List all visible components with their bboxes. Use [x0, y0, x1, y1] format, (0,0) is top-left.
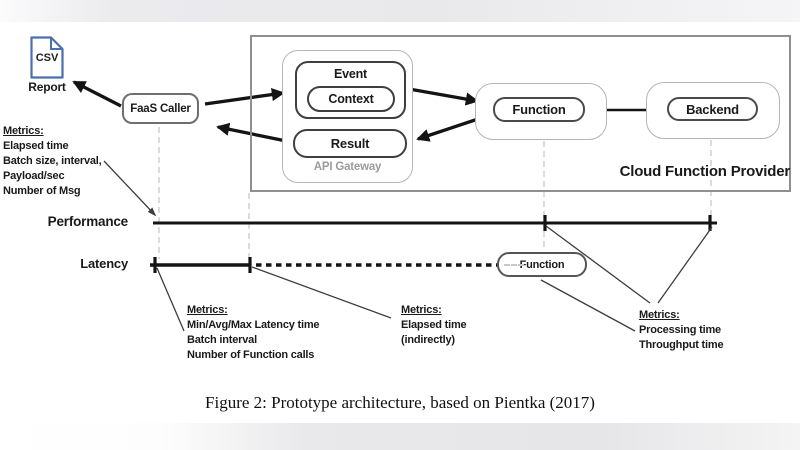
pointer-caller-metrics: [103, 160, 157, 217]
pointer-provider-metrics-1: [545, 225, 651, 304]
arrow-event-to-function: [408, 87, 479, 106]
document-icon: [30, 36, 64, 79]
metric-item: Batch interval: [187, 334, 257, 346]
metric-item: Min/Avg/Max Latency time: [187, 319, 320, 331]
metrics-heading: Metrics:: [187, 304, 228, 316]
metric-item: Throughput time: [639, 339, 724, 351]
performance-timeline: [153, 215, 717, 231]
performance-metrics-block: Metrics: Elapsed time (indirectly): [401, 303, 467, 348]
figure-caption: Figure 2: Prototype architecture, based …: [205, 393, 595, 412]
latency-function-box: Function: [497, 252, 587, 277]
provider-metrics-block: Metrics: Processing time Throughput time: [639, 308, 724, 353]
function-box: Function: [493, 97, 585, 122]
backend-box: Backend: [667, 97, 758, 121]
arrow-faas-to-event: [204, 88, 285, 106]
metric-item: Number of Msg: [3, 185, 81, 197]
cloud-function-provider-label: Cloud Function Provider: [619, 163, 791, 180]
metric-item: Number of Function calls: [187, 349, 315, 361]
latency-function-label: Function: [519, 258, 565, 271]
csv-label: CSV: [35, 52, 59, 64]
pointer-provider-metrics-2: [657, 226, 713, 304]
pointer-performance-metrics: [251, 266, 392, 319]
latency-timeline: [150, 257, 499, 273]
metrics-heading: Metrics:: [3, 125, 44, 137]
context-box: Context: [307, 86, 395, 112]
dashed-guide-lines: [158, 127, 712, 259]
metrics-heading: Metrics:: [639, 309, 680, 321]
metric-item: Payload/sec: [3, 170, 65, 182]
metric-pointer-lines: [103, 160, 713, 332]
context-label: Context: [328, 92, 374, 106]
cloud-function-provider-container: [250, 35, 791, 192]
metric-item: (indirectly): [401, 334, 455, 346]
function-label: Function: [512, 102, 566, 117]
latency-label: Latency: [80, 256, 128, 271]
latency-dash-fragment: [504, 264, 524, 266]
latency-metrics-block: Metrics: Min/Avg/Max Latency time Batch …: [187, 303, 320, 363]
metrics-heading: Metrics:: [401, 304, 442, 316]
csv-report-icon: CSV: [30, 36, 64, 79]
metric-item: Elapsed time: [401, 319, 467, 331]
caller-metrics-block: Metrics: Elapsed time Batch size, interv…: [3, 124, 102, 199]
backend-label: Backend: [686, 101, 739, 117]
top-gradient-strip: [0, 0, 800, 22]
result-box: Result: [293, 129, 407, 158]
pointer-provider-metrics-3: [540, 279, 636, 332]
event-label: Event: [333, 67, 368, 81]
report-label: Report: [28, 80, 66, 94]
metric-item: Processing time: [639, 324, 721, 336]
metric-item: Elapsed time: [3, 140, 69, 152]
arrow-faas-to-report: [72, 80, 122, 108]
pointer-latency-metrics: [156, 267, 185, 332]
performance-label: Performance: [47, 214, 129, 229]
bottom-gradient-strip: [0, 423, 800, 450]
result-label: Result: [330, 136, 370, 151]
api-gateway-label: API Gateway: [313, 161, 382, 173]
faas-caller-label: FaaS Caller: [130, 102, 191, 115]
faas-caller-box: FaaS Caller: [122, 93, 199, 124]
metric-item: Batch size, interval,: [3, 155, 102, 167]
